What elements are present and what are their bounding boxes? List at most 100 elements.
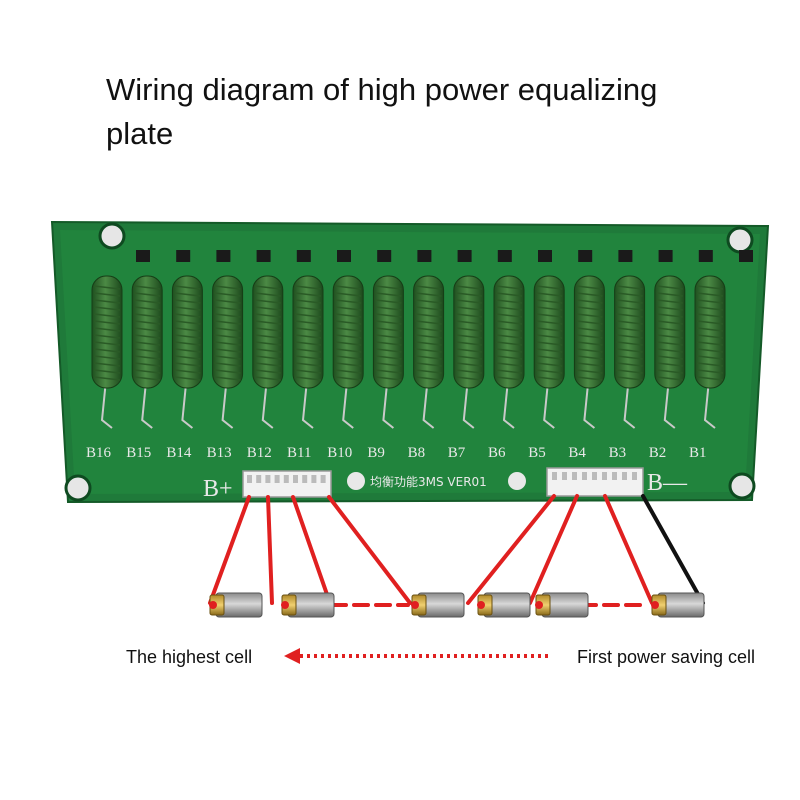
b-minus-label: B—: [647, 470, 688, 496]
battery-cell: [535, 592, 589, 618]
mosfet-chip: [658, 250, 673, 262]
channel-label: B13: [207, 445, 232, 461]
resistor-lead: [583, 379, 596, 429]
mosfet-chip: [698, 250, 713, 262]
mosfet-chip: [618, 250, 633, 262]
channel-label: B12: [247, 445, 272, 461]
connector-pin: [572, 472, 577, 480]
connector-pin: [311, 475, 317, 483]
power-resistor: [413, 275, 445, 389]
mosfet-chip: [538, 250, 552, 262]
connector-pin: [582, 472, 587, 480]
power-resistor: [533, 275, 565, 389]
resistor-lead: [342, 379, 354, 429]
power-resistor: [171, 275, 203, 389]
channel-label: B1: [689, 445, 707, 461]
power-resistor: [654, 275, 686, 389]
wire: [327, 495, 412, 605]
channel-label: B5: [528, 445, 546, 461]
wire: [603, 494, 654, 605]
resistor-lead: [623, 379, 636, 429]
channel-label: B4: [568, 445, 586, 461]
mosfet-chip: [457, 250, 472, 262]
channel-label: B7: [448, 445, 466, 461]
connector-pin: [602, 472, 607, 480]
power-resistor: [614, 275, 646, 389]
mosfet-chip: [739, 250, 753, 262]
channel-label: B9: [367, 445, 385, 461]
battery-cell: [477, 592, 531, 618]
connector-pin: [622, 472, 627, 480]
connector-pin: [293, 475, 298, 483]
channel-label: B16: [86, 445, 112, 461]
mount-hole: [726, 226, 754, 254]
channel-label: B10: [327, 445, 352, 461]
resistor-lead: [543, 379, 555, 429]
resistor-lead: [703, 379, 716, 429]
connector-pin: [552, 472, 557, 480]
channel-label: B3: [609, 445, 627, 461]
power-resistor: [453, 275, 485, 389]
wire: [466, 494, 556, 605]
channel-label: B11: [287, 445, 311, 461]
resistor-lead: [663, 379, 676, 429]
battery-cell: [281, 592, 335, 618]
resistor-lead: [422, 379, 435, 429]
resistor-lead: [502, 379, 515, 429]
mosfet-chip: [216, 250, 231, 262]
channel-label: B2: [649, 445, 667, 461]
mosfet-chip: [337, 250, 351, 262]
resistor-lead: [462, 379, 475, 429]
channel-label: B14: [166, 445, 192, 461]
power-resistor: [694, 275, 726, 389]
connector-pin: [612, 472, 617, 480]
logo-icon: [508, 472, 526, 490]
resistor-lead: [221, 379, 234, 429]
mosfet-chip: [136, 250, 150, 262]
power-resistor: [332, 275, 364, 389]
mosfet-chip: [176, 250, 191, 262]
resistor-lead: [181, 379, 194, 429]
mount-hole: [98, 222, 126, 250]
connector-pin: [592, 472, 597, 480]
connector-pin: [562, 472, 567, 480]
logo-icon: [347, 472, 365, 490]
power-resistor: [212, 275, 244, 389]
mosfet-chip: [578, 250, 593, 262]
connector-pin: [274, 475, 280, 483]
power-resistor: [91, 275, 123, 389]
wire: [208, 495, 251, 605]
mosfet-chip: [296, 250, 311, 262]
resistor-lead: [301, 379, 314, 429]
connector-pin: [283, 475, 289, 483]
wire: [266, 495, 274, 605]
battery-cell: [411, 592, 465, 618]
power-resistor: [573, 275, 605, 389]
resistor-lead: [141, 379, 153, 429]
mosfet-chip: [497, 250, 512, 262]
mosfet-chip: [417, 250, 432, 262]
b-plus-label: B+: [203, 476, 233, 502]
connector-pin: [247, 475, 252, 483]
connector-pin: [265, 475, 271, 483]
resistor-lead: [100, 379, 113, 429]
mount-hole: [728, 472, 756, 500]
arrow-head-icon: [284, 648, 300, 664]
highest-cell-label: The highest cell: [126, 647, 253, 667]
channel-label: B6: [488, 445, 506, 461]
wire: [291, 495, 332, 605]
page-title: Wiring diagram of high power equalizing …: [106, 72, 658, 151]
resistor-lead: [382, 379, 395, 429]
board-marking: 均衡功能3MS VER01: [370, 475, 487, 489]
connector-pin: [302, 475, 308, 483]
connector-pin: [632, 472, 637, 480]
battery-cell: [209, 592, 263, 618]
channel-label: B8: [408, 445, 426, 461]
mosfet-chip: [256, 250, 271, 262]
power-resistor: [493, 275, 525, 389]
power-resistor: [252, 275, 284, 389]
wire: [528, 494, 579, 605]
power-resistor: [372, 275, 404, 389]
mount-hole: [64, 474, 92, 502]
